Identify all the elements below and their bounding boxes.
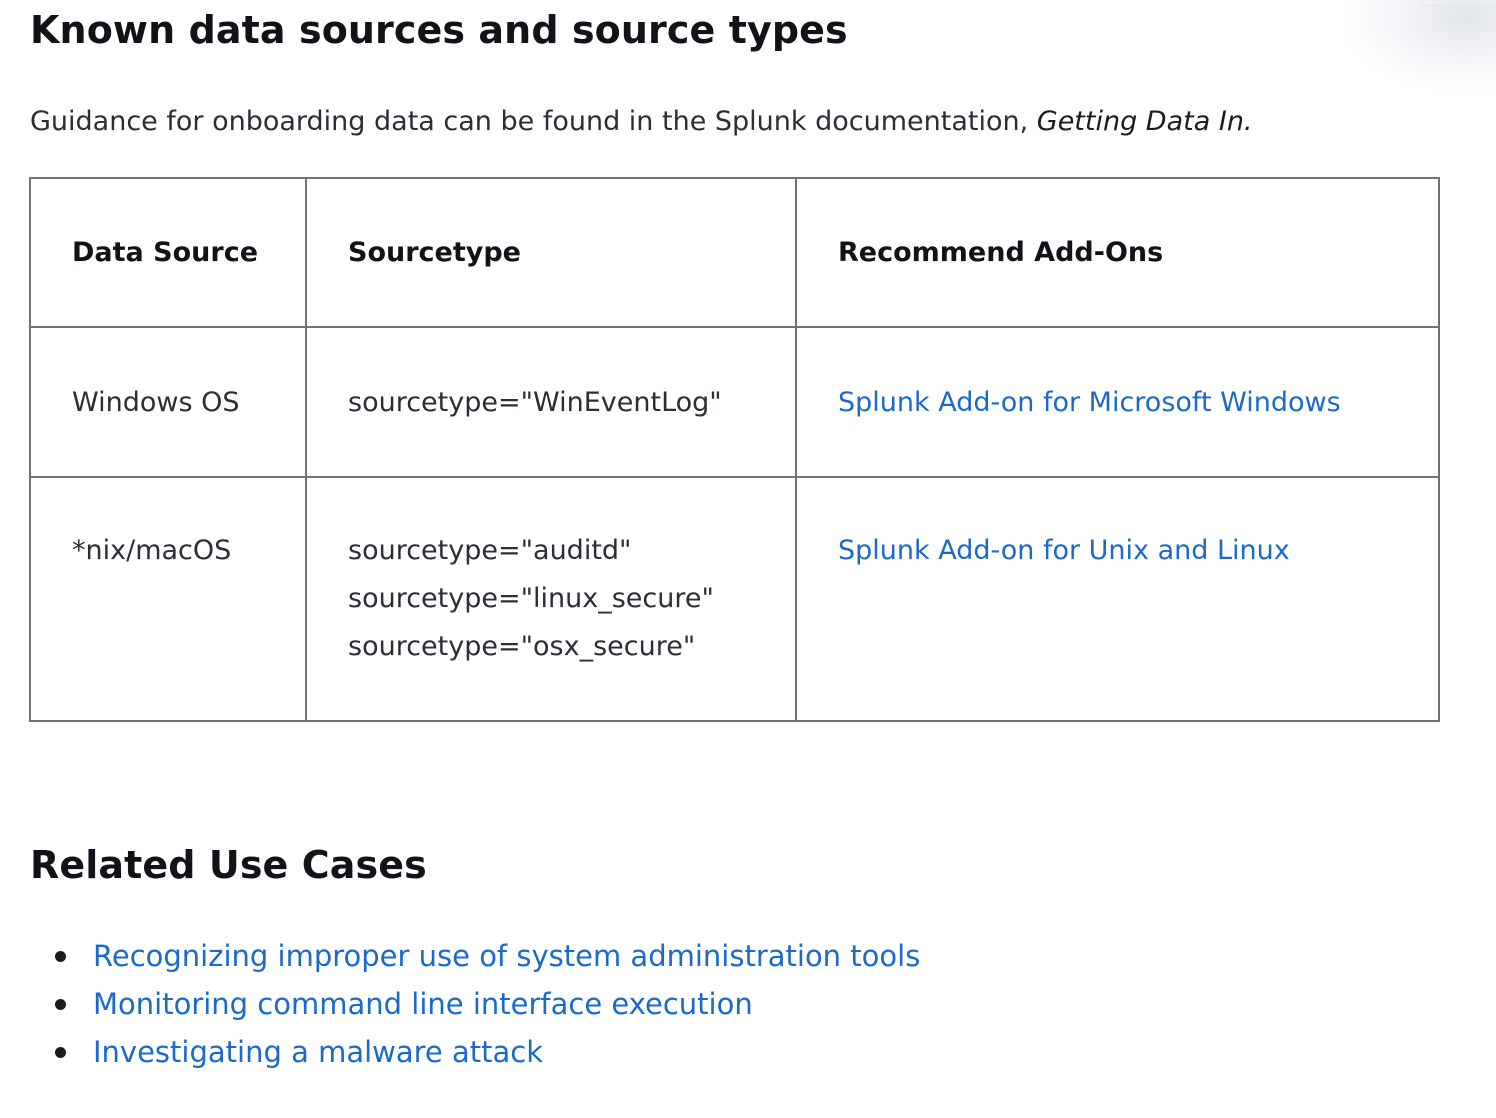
data-sources-table: Data Source Sourcetype Recommend Add-Ons… — [29, 177, 1440, 722]
header-sourcetype: Sourcetype — [305, 177, 797, 328]
bullet-icon — [55, 1047, 66, 1058]
sourcetype-wineventlog: sourcetype="WinEventLog" — [348, 386, 722, 418]
getting-data-in-reference: Getting Data In. — [1036, 106, 1253, 137]
related-use-cases-heading: Related Use Cases — [30, 843, 427, 887]
list-item: Recognizing improper use of system admin… — [55, 932, 920, 980]
addon-link-windows[interactable]: Splunk Add-on for Microsoft Windows — [838, 386, 1341, 418]
cell-data-source: *nix/macOS — [29, 476, 307, 722]
corner-overlay-shadow — [1346, 0, 1496, 90]
header-recommend-addons: Recommend Add-Ons — [795, 177, 1440, 328]
sourcetype-auditd: sourcetype="auditd" — [348, 535, 632, 566]
list-item: Monitoring command line interface execut… — [55, 980, 920, 1028]
sourcetype-linux-secure: sourcetype="linux_secure" — [348, 583, 714, 614]
sourcetype-osx-secure: sourcetype="osx_secure" — [348, 631, 696, 662]
list-item: Investigating a malware attack — [55, 1028, 920, 1076]
addon-link-unix[interactable]: Splunk Add-on for Unix and Linux — [838, 535, 1290, 566]
cell-data-source: Windows OS — [29, 326, 307, 478]
cell-sourcetype: sourcetype="WinEventLog" — [305, 326, 797, 478]
table-header-row: Data Source Sourcetype Recommend Add-Ons — [29, 177, 1440, 328]
intro-paragraph: Guidance for onboarding data can be foun… — [30, 104, 1253, 140]
cell-addon: Splunk Add-on for Unix and Linux — [795, 476, 1440, 722]
table-row-windows: Windows OS sourcetype="WinEventLog" Splu… — [29, 326, 1440, 478]
sourcetype-list: sourcetype="auditd" sourcetype="linux_se… — [348, 527, 795, 671]
table-row-nix: *nix/macOS sourcetype="auditd" sourcetyp… — [29, 476, 1440, 722]
corner-overlay-edge — [1420, 0, 1496, 6]
related-use-cases-list: Recognizing improper use of system admin… — [55, 932, 920, 1076]
use-case-link-malware-attack[interactable]: Investigating a malware attack — [93, 1035, 544, 1069]
cell-addon: Splunk Add-on for Microsoft Windows — [795, 326, 1440, 478]
use-case-link-cli-execution[interactable]: Monitoring command line interface execut… — [93, 987, 753, 1021]
data-source-nix: *nix/macOS — [72, 535, 232, 566]
bullet-icon — [55, 951, 66, 962]
header-data-source: Data Source — [29, 177, 307, 328]
known-sources-heading: Known data sources and source types — [30, 8, 848, 52]
cell-sourcetype: sourcetype="auditd" sourcetype="linux_se… — [305, 476, 797, 722]
data-source-windows: Windows OS — [72, 386, 240, 418]
use-case-link-admin-tools[interactable]: Recognizing improper use of system admin… — [93, 939, 921, 973]
intro-text: Guidance for onboarding data can be foun… — [30, 106, 1037, 137]
bullet-icon — [55, 999, 66, 1010]
